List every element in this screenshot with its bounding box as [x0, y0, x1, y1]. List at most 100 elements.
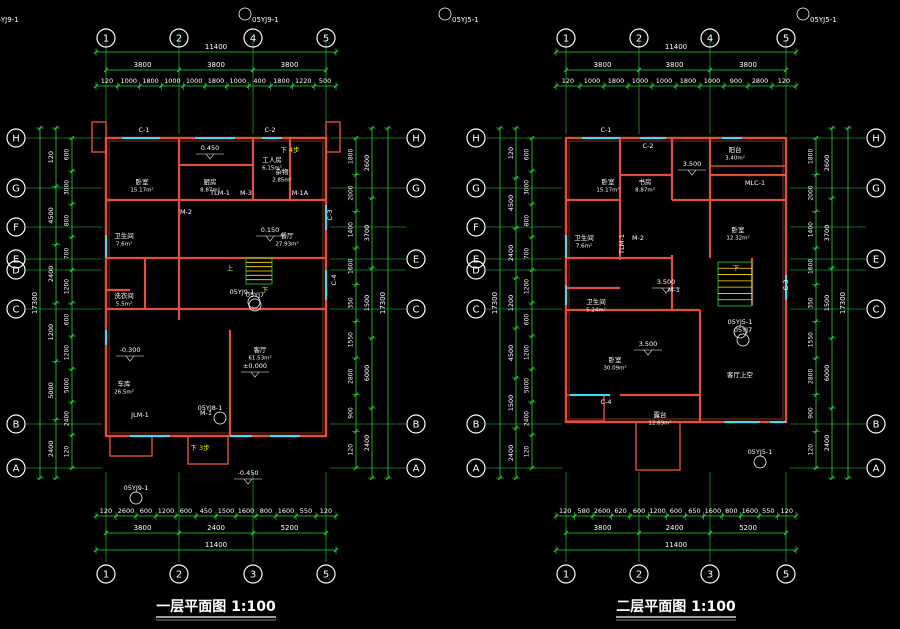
room-name: 卧室	[602, 177, 616, 186]
dim-left-inner-text: 1200	[524, 279, 531, 294]
room-name: 车库	[118, 379, 132, 388]
axis-bubble-top-1-label: 1	[563, 34, 569, 45]
dim-bottom-row0-text: 120	[320, 507, 332, 515]
dimension-layer	[26, 40, 866, 562]
dim-top-row3-text: 1000	[584, 77, 601, 85]
top-ref-circle	[796, 7, 810, 21]
axis-bubble-left-A-circle	[6, 458, 26, 478]
room-name: 阳台	[729, 145, 742, 154]
dim-bottom-row0-text: 1600	[742, 507, 759, 515]
bay-outline	[91, 121, 107, 153]
axis-bubble-top-1-label: 1	[103, 34, 109, 45]
top-ref: 05YJ9-1	[0, 16, 19, 24]
axis-bubble-left-H-label: H	[472, 134, 480, 145]
axis-bubble-right-E-circle	[406, 249, 426, 269]
opening-label: 下 4步	[280, 146, 300, 154]
level-triangle	[265, 235, 275, 242]
dim-bottom-row0-text: 650	[688, 507, 700, 515]
dim-left-text: 5000	[47, 382, 55, 399]
dim-top-row3-text: 1000	[164, 77, 181, 85]
dim-left-inner-text: 1200	[64, 345, 71, 360]
dim-top-row3-text: 900	[730, 77, 742, 85]
detail-ref: 05YJ7	[734, 326, 752, 334]
opening-label: C-3	[782, 279, 790, 290]
level-triangle	[661, 287, 671, 294]
dim-top-row3-text: 1800	[208, 77, 225, 85]
dim-right-text: 3700	[363, 225, 371, 242]
dim-right-inner-text: 1550	[808, 332, 815, 347]
dim-total-top-text: 11400	[665, 43, 687, 51]
room-area: 2.85m²	[272, 177, 292, 184]
opening-label: M-1	[200, 409, 212, 417]
dim-right-text: 1500	[823, 295, 831, 312]
detail-ref: 05YJ5-1	[728, 318, 753, 326]
axis-bubble-right-A-circle	[406, 458, 426, 478]
dim-right-total-text: 17300	[839, 292, 847, 314]
dim-bottom-row0-text: 120	[781, 507, 793, 515]
dim-right-text: 2400	[823, 435, 831, 452]
axis-bubble-left-A-label: A	[13, 464, 20, 475]
axis-bubble-left-D-label: D	[472, 266, 480, 277]
room-area: 5.5m²	[116, 301, 132, 308]
bay-outline	[187, 435, 229, 465]
dim-bottom-row0-text: 580	[577, 507, 589, 515]
axis-bubble-top-2-circle	[169, 28, 189, 48]
room-area: 7.6m²	[576, 243, 592, 250]
room-name: 工人房	[262, 155, 282, 164]
axis-bubble-right-A-label: A	[413, 464, 420, 475]
wall-layer	[91, 121, 788, 471]
opening-label: 下	[262, 286, 269, 294]
dim-left-inner-text: 600	[524, 149, 531, 161]
room-area: 8.87m²	[635, 187, 655, 194]
room-name: 露台	[654, 410, 667, 419]
axis-bubble-left-H-circle	[466, 128, 486, 148]
level-triangle	[125, 355, 135, 362]
axis-bubble-right-B-circle	[406, 414, 426, 434]
opening-label: 上	[227, 263, 234, 272]
dim-right-text: 2600	[363, 155, 371, 172]
dim-left-inner-text: 700	[64, 248, 71, 260]
dim-right-inner-text: 1600	[348, 259, 355, 274]
room-name: 书房	[639, 177, 652, 186]
opening-label: M-1	[668, 286, 680, 294]
dim-left-text: 120	[47, 151, 55, 163]
dim-right-inner-text: 350	[348, 297, 355, 309]
dim-right-inner-text: 900	[808, 407, 815, 419]
dim-bottom-row1-text: 5200	[281, 524, 299, 532]
dim-bottom-row0-text: 1600	[238, 507, 255, 515]
dim-right-inner-text: 2000	[348, 185, 355, 200]
dim-right-text: 2600	[823, 155, 831, 172]
room-name: 卫生间	[586, 297, 606, 306]
axis-bubble-left-E-circle	[6, 249, 26, 269]
dim-left-text: 2400	[507, 445, 515, 462]
opening-label: C-2	[642, 142, 653, 150]
axis-bubble-left-H-label: H	[12, 134, 20, 145]
dim-bottom-row0-text: 550	[300, 507, 312, 515]
detail-ref: 05YJ9-1	[124, 484, 149, 492]
dim-bottom-row1-text: 2400	[207, 524, 225, 532]
axis-bubble-top-4-circle	[700, 28, 720, 48]
axis-bubble-bottom-3-label: 3	[250, 570, 256, 581]
axis-bubble-right-G-label: G	[412, 184, 420, 195]
dim-total-bottom-text: 11400	[665, 541, 687, 549]
room-area: 12.69m²	[648, 420, 671, 427]
detail-ref-circle	[248, 298, 262, 312]
dim-top-row3-text: 1800	[680, 77, 697, 85]
dim-right-total-text: 17300	[379, 292, 387, 314]
dim-bottom-row0-text: 1200	[649, 507, 666, 515]
dim-total-bottom-text: 11400	[205, 541, 227, 549]
dim-top-row3-text: 1220	[295, 77, 312, 85]
dim-right-inner-text: 2000	[808, 185, 815, 200]
axis-bubble-left-E-circle	[466, 249, 486, 269]
dim-bottom-row0-text: 120	[100, 507, 112, 515]
dim-left-inner-text: 120	[64, 446, 71, 458]
top-ref: 05YJ5-1	[452, 16, 479, 24]
dim-left-text: 2400	[507, 245, 515, 262]
room-name: 卧室	[732, 225, 746, 234]
outer-wall-inner	[108, 140, 324, 434]
room-name: 客厅	[254, 345, 268, 354]
dim-bottom-row0-text: 600	[633, 507, 645, 515]
axis-bubble-left-E-label: E	[13, 255, 19, 266]
dim-top-row2-text: 3800	[207, 61, 225, 69]
